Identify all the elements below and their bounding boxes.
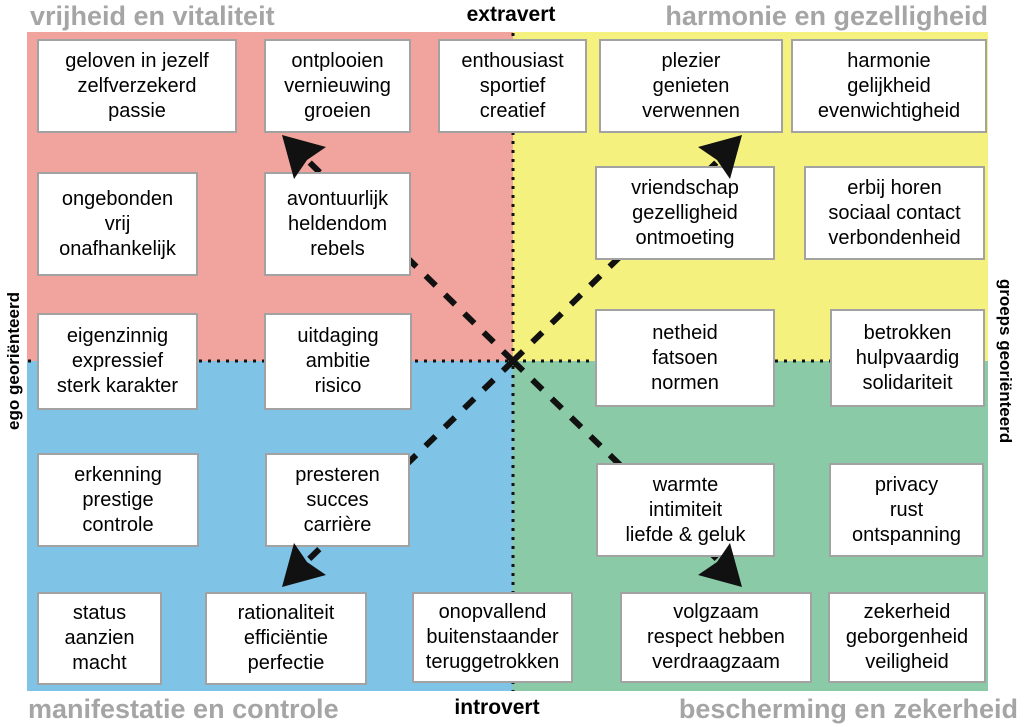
value-line: heldendom	[288, 212, 387, 235]
value-line: prestige	[82, 488, 154, 511]
value-line: ontmoeting	[635, 226, 735, 249]
axis-label-extravert: extravert	[466, 3, 556, 26]
axis-label-ego-oriented: ego georiënteerd	[4, 292, 23, 430]
value-line: presteren	[295, 463, 380, 486]
value-line: onopvallend	[438, 601, 547, 623]
value-line: efficiëntie	[243, 627, 329, 649]
value-line: privacy	[874, 473, 939, 496]
value-line: sterk karakter	[56, 375, 179, 397]
value-line: passie	[108, 99, 166, 122]
value-line: creatief	[479, 99, 546, 122]
value-line: fatsoen	[652, 346, 718, 369]
value-box-zekerheid: zekerheid geborgenheid veiligheid	[828, 592, 986, 683]
value-line: geborgenheid	[845, 626, 969, 648]
value-line: groeien	[304, 99, 371, 122]
value-line: liefde & geluk	[625, 523, 746, 546]
value-line: warmte	[652, 473, 719, 496]
value-line: betrokken	[863, 321, 952, 344]
value-line: zekerheid	[863, 601, 951, 623]
value-line: veiligheid	[865, 651, 949, 673]
value-line: zelfverzekerd	[77, 74, 197, 97]
value-line: uitdaging	[297, 325, 379, 347]
value-line: verbondenheid	[828, 226, 961, 249]
value-line: macht	[72, 652, 127, 674]
value-line: erkenning	[74, 463, 162, 486]
value-line: aanzien	[64, 627, 135, 649]
value-line: harmonie	[847, 49, 931, 72]
value-line: controle	[82, 513, 154, 536]
quadrant-title-top-right: harmonie en gezelligheid	[665, 1, 988, 31]
value-line: verwennen	[642, 99, 740, 122]
value-box-volgzaam: volgzaam respect hebben verdraagzaam	[620, 592, 812, 683]
axis-label-group-oriented: groeps georiënteerd	[996, 278, 1015, 444]
value-line: solidariteit	[862, 371, 953, 394]
value-box-rationaliteit: rationaliteit efficiëntie perfectie	[205, 592, 367, 685]
value-line: onafhankelijk	[59, 237, 176, 260]
value-line: status	[72, 602, 127, 624]
value-line: vernieuwing	[284, 74, 391, 97]
value-line: vrij	[104, 212, 131, 235]
value-line: teruggetrokken	[425, 651, 560, 673]
value-line: vriendschap	[631, 176, 739, 199]
value-line: evenwichtigheid	[817, 99, 961, 122]
axis-label-introvert: introvert	[454, 696, 540, 719]
value-line: intimiteit	[648, 498, 723, 521]
value-line: respect hebben	[647, 626, 785, 648]
value-line: perfectie	[247, 652, 325, 674]
value-line: ambitie	[305, 350, 371, 372]
value-line: genieten	[652, 74, 730, 97]
value-line: carrière	[303, 513, 372, 536]
value-line: expressief	[71, 350, 164, 372]
value-line: eigenzinnig	[66, 325, 169, 347]
value-line: sportief	[479, 74, 546, 97]
quadrant-title-bottom-left: manifestatie en controle	[28, 694, 339, 724]
value-box-status: status aanzien macht	[37, 592, 162, 685]
quadrant-title-bottom-right: bescherming en zekerheid	[678, 694, 1018, 724]
value-line: erbij horen	[847, 176, 942, 199]
value-line: rust	[889, 498, 924, 521]
value-box-onopvallend: onopvallend buitenstaander teruggetrokken	[412, 592, 573, 683]
value-line: geloven in jezelf	[65, 49, 209, 72]
value-line: normen	[651, 371, 719, 394]
value-line: gelijkheid	[847, 74, 931, 97]
value-box-eigenzinnig: eigenzinnig expressief sterk karakter	[37, 313, 198, 410]
value-line: plezier	[661, 49, 721, 72]
value-line: sociaal contact	[828, 201, 961, 224]
value-line: avontuurlijk	[286, 187, 389, 210]
value-line: ontspanning	[852, 523, 961, 546]
value-line: netheid	[652, 321, 718, 344]
value-line: ontplooien	[291, 49, 384, 72]
value-line: rebels	[310, 237, 365, 260]
value-line: verdraagzaam	[652, 651, 780, 673]
value-line: volgzaam	[673, 601, 759, 623]
value-line: risico	[314, 375, 362, 397]
value-box-uitdaging: uitdaging ambitie risico	[264, 313, 412, 410]
value-line: succes	[306, 488, 369, 511]
value-line: ongebonden	[61, 187, 174, 210]
value-line: buitenstaander	[426, 626, 559, 648]
value-line: enthousiast	[461, 49, 564, 72]
value-line: gezelligheid	[632, 201, 738, 224]
value-line: hulpvaardig	[855, 346, 960, 369]
value-line: rationaliteit	[237, 602, 335, 624]
quadrant-title-top-left: vrijheid en vitaliteit	[30, 1, 275, 31]
